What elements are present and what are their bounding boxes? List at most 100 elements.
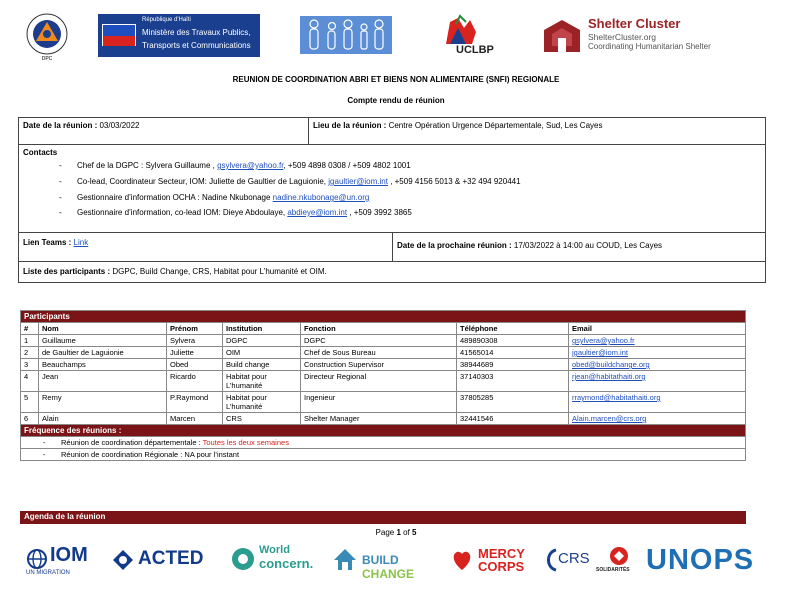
cell-email-link[interactable]: jgaultier@iom.int	[572, 348, 628, 357]
cell-fonction: Chef de Sous Bureau	[300, 346, 457, 359]
document-title: REUNION DE COORDINATION ABRI ET BIENS NO…	[232, 75, 560, 84]
next-label: Date de la prochaine réunion :	[397, 241, 512, 250]
cell-prenom: Marcen	[166, 412, 223, 425]
cell-num: 6	[20, 412, 39, 425]
cell-prenom: Ricardo	[166, 370, 223, 392]
cell-institution: Build change	[222, 358, 301, 371]
meeting-info-table: Date de la réunion : 03/03/2022 Lieu de …	[18, 117, 766, 283]
cell-fonction: DGPC	[300, 334, 457, 347]
table-row: 3 Beauchamps Obed Build change Construct…	[20, 358, 746, 371]
table-row: 2 de Gaultier de Laguionie Juliette OIM …	[20, 346, 746, 359]
frequency-item2-label: Réunion de coordination Régionale :	[61, 450, 185, 459]
header-logos: DPC République d'Haïti Ministère des Tra…	[18, 10, 778, 62]
world-concern-logo: World concern.	[230, 544, 326, 574]
cell-fonction: Directeur Regional	[300, 370, 457, 392]
mtptc-line3: Transports et Communications	[142, 41, 251, 50]
col-header: Institution	[222, 322, 301, 335]
cell-institution: Habitat pour L’humanité	[222, 391, 301, 413]
cell-institution: DGPC	[222, 334, 301, 347]
page-number: Page 1 of 5	[375, 528, 417, 537]
contact-line: -Gestionnaire d’information OCHA : Nadin…	[59, 193, 370, 202]
acted-logo: ACTED	[112, 548, 218, 574]
frequency-item1-value: Toutes les deux semaines	[202, 438, 289, 447]
cell-num: 2	[20, 346, 39, 359]
participants-title: Participants	[20, 310, 746, 323]
dpc-text: DPC	[42, 56, 53, 62]
teams-cell: Lien Teams : Link	[19, 233, 393, 262]
place-value: Centre Opération Urgence Départementale,…	[388, 121, 603, 130]
contact-email-link[interactable]: abdieye@iom.int	[287, 208, 348, 217]
contact-line: -Gestionnaire d’information, co-lead IOM…	[59, 208, 412, 217]
cell-fonction: Shelter Manager	[300, 412, 457, 425]
cell-institution: Habitat pour L’humanité	[222, 370, 301, 392]
table-header-row: # Nom Prénom Institution Fonction Téléph…	[20, 322, 746, 335]
cell-email-link[interactable]: gsylvera@yahoo.fr	[572, 336, 635, 345]
cell-email-link[interactable]: rraymond@habitathaiti.org	[572, 393, 661, 402]
next-meeting-cell: Date de la prochaine réunion : 17/03/202…	[393, 233, 765, 262]
unops-logo: UNOPS	[646, 544, 755, 576]
cell-email-link[interactable]: obed@buildchange.org	[572, 360, 650, 369]
date-label: Date de la réunion :	[23, 121, 98, 130]
col-header: Fonction	[300, 322, 457, 335]
contacts-cell: Contacts -Chef de la DGPC : Sylvera Guil…	[19, 145, 765, 233]
table-row: 4 Jean Ricardo Habitat pour L’humanité D…	[20, 370, 746, 392]
solidarites-logo: SOLIDARITÉS	[596, 546, 642, 576]
cell-num: 4	[20, 370, 39, 392]
cell-telephone: 38944689	[456, 358, 569, 371]
cell-nom: Guillaume	[38, 334, 167, 347]
col-header: #	[20, 322, 39, 335]
dpc-logo: DPC	[24, 12, 70, 62]
cell-email-link[interactable]: Alain.marcen@crs.org	[572, 414, 647, 423]
table-row: 5 Remy P.Raymond Habitat pour L’humanité…	[20, 391, 746, 413]
participants-label: Liste des participants :	[23, 267, 111, 276]
cell-nom: Jean	[38, 370, 167, 392]
cell-telephone: 41565014	[456, 346, 569, 359]
col-header: Téléphone	[456, 322, 569, 335]
build-change-logo: BUILD CHANGE	[332, 546, 444, 581]
cell-prenom: Obed	[166, 358, 223, 371]
mtptc-line2: Ministère des Travaux Publics,	[142, 28, 251, 37]
next-value: 17/03/2022 à 14:00 au COUD, Les Cayes	[513, 241, 663, 250]
cell-telephone: 32441546	[456, 412, 569, 425]
cell-num: 5	[20, 391, 39, 413]
footer-logos: IOM UN MIGRATION ACTED World concern. BU…	[20, 542, 780, 581]
contact-email-link[interactable]: gsylvera@yahoo.fr	[217, 161, 284, 170]
shelter-tag: Coordinating Humanitarian Shelter	[588, 42, 711, 51]
participants-list-cell: Liste des participants : DGPC, Build Cha…	[19, 262, 765, 282]
mtptc-logo: République d'Haïti Ministère des Travaux…	[98, 14, 260, 57]
participants-value: DGPC, Build Change, CRS, Habitat pour L’…	[112, 267, 327, 276]
frequency-item2-value: NA pour l’instant	[184, 450, 240, 459]
cell-prenom: P.Raymond	[166, 391, 223, 413]
cell-nom: de Gaultier de Laguionie	[38, 346, 167, 359]
cell-num: 1	[20, 334, 39, 347]
cell-email-link[interactable]: rjean@habitathaiti.org	[572, 372, 646, 381]
teams-link[interactable]: Link	[73, 238, 89, 247]
frequency-item1-label: Réunion de coordination départementale :	[61, 438, 203, 447]
date-cell: Date de la réunion : 03/03/2022	[19, 118, 309, 145]
cell-fonction: Ingenieur	[300, 391, 457, 413]
cell-prenom: Juliette	[166, 346, 223, 359]
contact-email-link[interactable]: nadine.nkubonage@un.org	[272, 193, 370, 202]
contacts-label: Contacts	[23, 148, 58, 157]
cell-nom: Alain	[38, 412, 167, 425]
cell-telephone: 489890308	[456, 334, 569, 347]
cell-num: 3	[20, 358, 39, 371]
col-header: Nom	[38, 322, 167, 335]
contact-email-link[interactable]: jgaultier@iom.int	[328, 177, 388, 186]
table-row: 6 Alain Marcen CRS Shelter Manager 32441…	[20, 412, 746, 425]
uclbp-text: UCLBP	[456, 44, 494, 56]
place-label: Lieu de la réunion :	[313, 121, 387, 130]
frequency-title: Fréquence des réunions :	[20, 424, 746, 437]
uclbp-logo: UCLBP	[436, 14, 498, 58]
cell-telephone: 37805285	[456, 391, 569, 413]
cell-prenom: Sylvera	[166, 334, 223, 347]
shelter-name: Shelter Cluster	[588, 16, 681, 31]
col-header: Email	[568, 322, 746, 335]
contact-line: -Chef de la DGPC : Sylvera Guillaume , g…	[59, 161, 411, 170]
col-header: Prénom	[166, 322, 223, 335]
agenda-title: Agenda de la réunion	[20, 511, 746, 524]
shelter-url: ShelterCluster.org	[588, 32, 657, 42]
frequency-row: -Réunion de coordination Régionale : NA …	[20, 448, 746, 461]
iom-logo: IOM UN MIGRATION	[26, 544, 88, 576]
date-value: 03/03/2022	[99, 121, 140, 130]
